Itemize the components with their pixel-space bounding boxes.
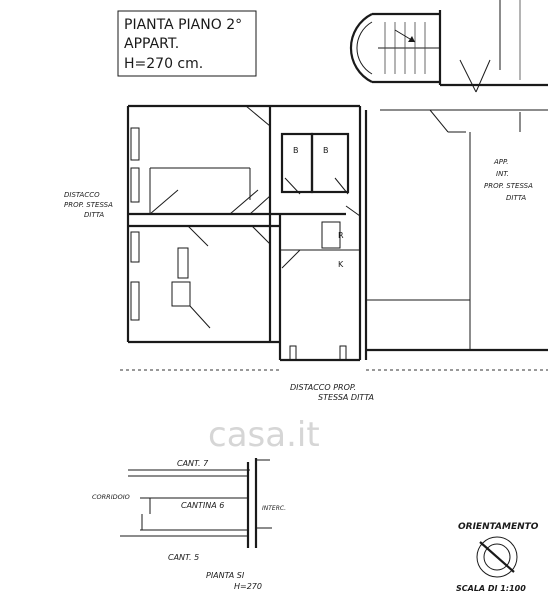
window-left — [130, 281, 140, 321]
staircase — [349, 0, 548, 93]
stair-arrow-head — [408, 36, 415, 42]
distacco-bottom-label-1: DISTACCO PROP. — [290, 383, 356, 392]
cellar-label-cantina6: CANTINA 6 — [181, 501, 224, 510]
door-swing — [345, 205, 361, 217]
door-swing — [251, 225, 271, 245]
compass-outer-icon — [476, 536, 518, 578]
app-int-label-3: PROP. STESSA — [484, 182, 533, 190]
cellar-plan: CANT. 7 CORRIDOIO CANTINA 6 INTERC. CANT… — [92, 458, 286, 591]
room-label-k: K — [338, 260, 344, 269]
title-line-1: PIANTA PIANO 2° — [124, 17, 242, 33]
stair-curve-inner — [356, 21, 373, 75]
door-swing — [229, 189, 259, 215]
plan-labels: DISTACCO PROP. STESSA DITTA DISTACCO PRO… — [64, 146, 533, 402]
stair-door-line — [475, 59, 491, 93]
apartment-walls — [120, 104, 548, 371]
door-swing — [334, 177, 349, 195]
app-int-label-1: APP. — [493, 158, 509, 166]
window-bottom — [289, 345, 297, 361]
door-swing — [189, 305, 211, 329]
door-swing — [187, 225, 209, 247]
room-label-b1: B — [293, 146, 299, 155]
distacco-left-label-3: DITTA — [84, 211, 104, 219]
orientation-title: ORIENTAMENTO — [458, 522, 539, 532]
window-left — [130, 167, 140, 203]
door-swing — [245, 105, 271, 127]
fixture — [171, 281, 191, 307]
stair-door-line — [459, 59, 477, 93]
fixture — [177, 247, 189, 279]
bathroom-2 — [310, 132, 350, 194]
door-swing — [281, 249, 301, 269]
window-left — [130, 231, 140, 263]
cellar-label-corridoio: CORRIDOIO — [92, 493, 130, 501]
orientation-block: ORIENTAMENTO SCALA DI 1:100 — [456, 522, 539, 593]
room-label-b2: B — [323, 146, 329, 155]
scale-label: SCALA DI 1:100 — [456, 584, 526, 593]
cellar-label-h: H=270 — [234, 582, 262, 591]
door-swing — [149, 189, 179, 215]
cellar-label-pianta-si: PIANTA SI — [206, 571, 245, 580]
door-swing — [249, 195, 271, 215]
room-label-r: R — [338, 231, 344, 240]
window-bottom — [339, 345, 347, 361]
stair-curve-outer — [349, 13, 373, 83]
cellar-label-cant5: CANT. 5 — [168, 553, 199, 562]
compass-needle-icon — [483, 544, 511, 569]
bathroom-1 — [280, 132, 314, 194]
distacco-bottom-label-2: STESSA DITTA — [318, 393, 374, 402]
title-line-2: APPART. — [124, 36, 179, 52]
app-int-label-4: DITTA — [506, 194, 526, 202]
title-box — [117, 10, 257, 77]
compass-inner-icon — [483, 543, 511, 571]
watermark-text: casa.it — [208, 415, 320, 455]
closet-r — [321, 221, 341, 249]
door-swing — [429, 109, 449, 133]
title-block: PIANTA PIANO 2° APPART. H=270 cm. — [117, 10, 257, 77]
title-line-3: H=270 cm. — [124, 56, 203, 72]
door-swing — [284, 177, 301, 195]
window-left — [130, 127, 140, 161]
distacco-left-label-2: PROP. STESSA — [64, 201, 113, 209]
cellar-label-cant7: CANT. 7 — [177, 459, 209, 468]
app-int-label-2: INT. — [496, 170, 509, 178]
cellar-label-interc: INTERC. — [262, 505, 286, 512]
distacco-left-label-1: DISTACCO — [64, 191, 100, 199]
